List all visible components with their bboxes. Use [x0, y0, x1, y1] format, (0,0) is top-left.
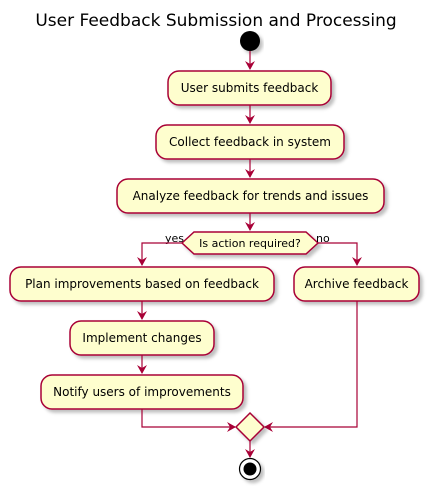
- branch-yes-label: yes: [165, 232, 184, 245]
- start-node: [240, 31, 260, 51]
- decision-question-label: Is action required?: [199, 237, 301, 250]
- activity-user-submits-feedback-label: User submits feedback: [181, 81, 319, 95]
- activity-archive-feedback-label: Archive feedback: [305, 277, 409, 291]
- activity-notify-users-label: Notify users of improvements: [53, 385, 231, 399]
- diagram-title: User Feedback Submission and Processing: [35, 11, 396, 31]
- merge-node: [234, 411, 266, 443]
- activity-collect-feedback-label: Collect feedback in system: [169, 135, 331, 149]
- activity-implement-changes-label: Implement changes: [82, 331, 201, 345]
- arrow-decision-no-to-archive: [318, 242, 362, 266]
- activity-analyze-feedback-label: Analyze feedback for trends and issues: [133, 189, 369, 203]
- arrow-notify-to-merge: [141, 409, 236, 432]
- arrow-archive-to-merge: [264, 301, 358, 432]
- end-node: [238, 457, 262, 481]
- arrow-decision-yes-to-plan: [137, 242, 182, 266]
- branch-no-label: no: [316, 232, 330, 245]
- activity-plan-improvements-label: Plan improvements based on feedback: [25, 277, 259, 291]
